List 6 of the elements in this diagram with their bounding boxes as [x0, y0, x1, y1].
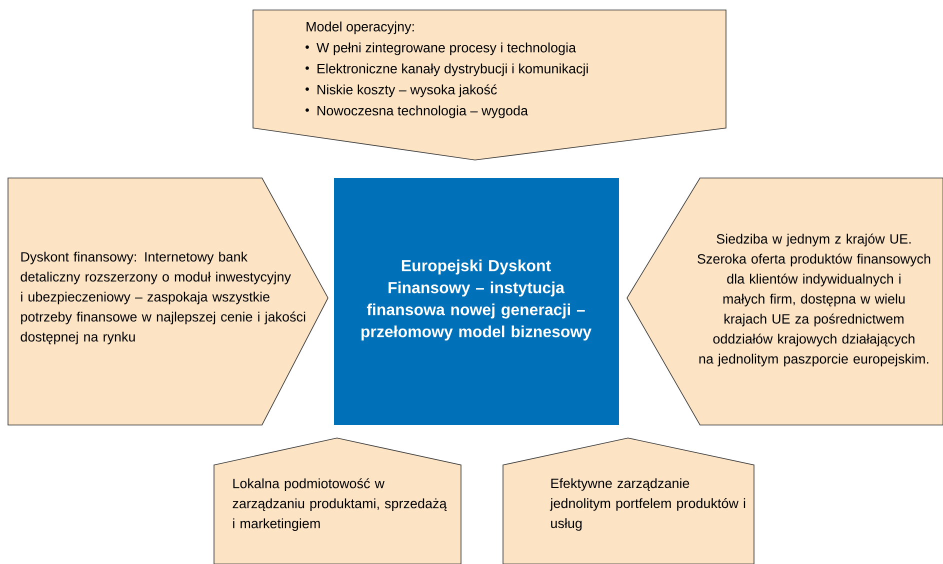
pentagon-box: Model operacyjny: W pełni zintegrowane procesy i technologia Elektroniczne kanały dystrybucji i komunikacji Niskie koszty – wysoka jakość Nowoczesna technologia – wygoda: [252, 10, 726, 160]
center-box: Europejski Dyskont Finansowy – instytucja finansowa nowej generacji – przełomowy model biznesowy: [334, 178, 619, 425]
pentagon-box: Siedziba w jednym z krajów UE. Szeroka oferta produktów finansowych dla klientów indywidualnych i małych firm, dostępna w wielu krajach UE za pośrednictwem oddziałów krajowych działających na jednolitym paszporcie europejskim.: [626, 178, 943, 426]
pentagon-box: Lokalna podmiotowość w zarządzaniu produktami, sprzedażą i marketingiem: [214, 438, 462, 564]
pentagon-box: Dyskont finansowy: Internetowy bank detaliczny rozszerzony o moduł inwestycyjny i ubezpieczeniowy – zaspokaja wszystkie potrzeby finansowe w najlepszej cenie i jakości dostępnej na rynku: [8, 178, 328, 426]
pentagon-box: Efektywne zarządzanie jednolitym portfelem produktów i usług: [502, 438, 754, 564]
